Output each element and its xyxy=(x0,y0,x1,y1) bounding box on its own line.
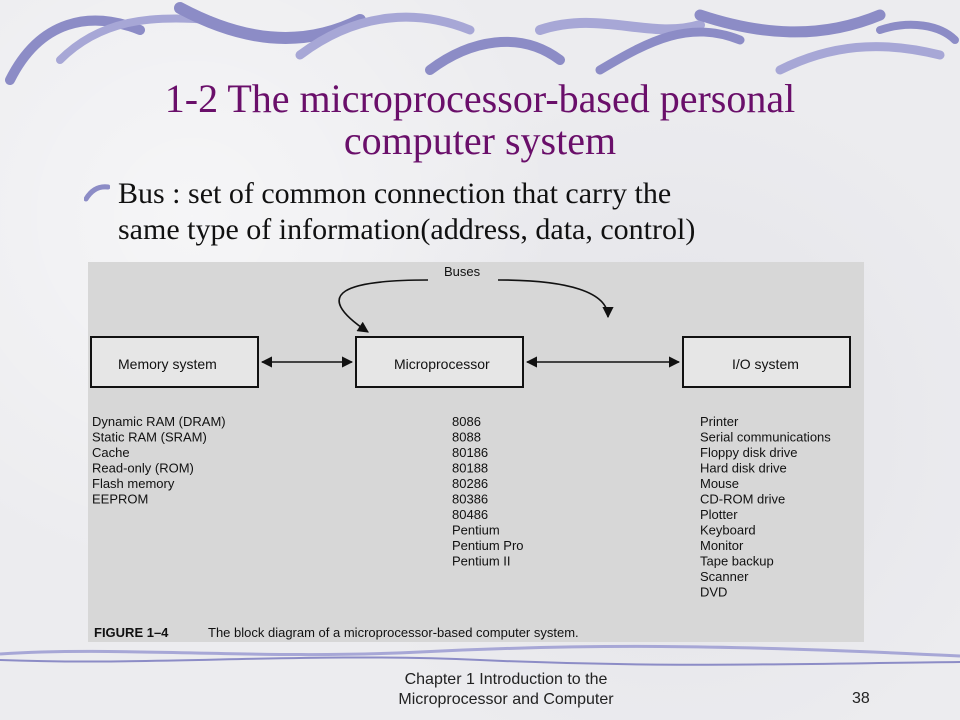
brush-bullet-icon xyxy=(84,184,110,202)
io-item: Keyboard xyxy=(700,523,756,538)
memory-system-box xyxy=(90,336,259,388)
footer-chapter-title: Chapter 1 Introduction to the Microproce… xyxy=(356,670,656,710)
io-item: Floppy disk drive xyxy=(700,445,798,460)
io-item: Tape backup xyxy=(700,554,774,569)
slide-title-line1: 1-2 The microprocessor-based personal xyxy=(164,76,796,121)
io-item: Hard disk drive xyxy=(700,461,787,476)
slide-title: 1-2 The microprocessor-based personal co… xyxy=(0,78,960,162)
bullet-text-line1: Bus : set of common connection that carr… xyxy=(118,177,672,210)
io-item: Mouse xyxy=(700,476,739,491)
microprocessor-items-list: 808680888018680188802868038680486Pentium… xyxy=(452,414,524,569)
io-system-box xyxy=(682,336,851,388)
microprocessor-box xyxy=(355,336,524,388)
io-item: CD-ROM drive xyxy=(700,492,785,507)
microprocessor-item: 80386 xyxy=(452,492,488,507)
figure-caption-text: The block diagram of a microprocessor-ba… xyxy=(208,625,579,640)
microprocessor-item: 80286 xyxy=(452,476,488,491)
io-item: DVD xyxy=(700,585,727,600)
buses-label: Buses xyxy=(444,264,481,279)
figure-caption-label: FIGURE 1–4 xyxy=(94,625,169,640)
bottom-brush-decoration xyxy=(0,644,960,666)
memory-item: Dynamic RAM (DRAM) xyxy=(92,414,226,429)
io-item: Monitor xyxy=(700,538,744,553)
bullet-text-line2: same type of information(address, data, … xyxy=(118,213,696,246)
bus-curve-left xyxy=(338,279,429,333)
microprocessor-item: 80486 xyxy=(452,507,488,522)
memory-item: Read-only (ROM) xyxy=(92,461,194,476)
memory-item: Static RAM (SRAM) xyxy=(92,430,207,445)
io-item: Printer xyxy=(700,414,739,429)
slide-title-line2: computer system xyxy=(343,118,617,163)
block-diagram: Buses Memory system Microprocessor I/O s… xyxy=(90,264,851,640)
memory-item: Flash memory xyxy=(92,476,175,491)
microprocessor-item: Pentium Pro xyxy=(452,538,524,553)
footer-chapter-line1: Chapter 1 Introduction to the xyxy=(404,671,608,688)
bus-curve-right xyxy=(497,279,614,319)
io-item: Plotter xyxy=(700,507,738,522)
bullet-text: Bus : set of common connection that carr… xyxy=(118,176,918,248)
memory-item: EEPROM xyxy=(92,492,148,507)
microprocessor-label: Microprocessor xyxy=(394,356,490,372)
memory-item: Cache xyxy=(92,445,130,460)
memory-system-label: Memory system xyxy=(118,356,217,372)
footer-chapter-line2: Microprocessor and Computer xyxy=(398,691,614,708)
io-system-label: I/O system xyxy=(732,356,799,372)
microprocessor-item: 80186 xyxy=(452,445,488,460)
microprocessor-item: Pentium II xyxy=(452,554,511,569)
microprocessor-item: 8088 xyxy=(452,430,481,445)
microprocessor-item: 8086 xyxy=(452,414,481,429)
microprocessor-item: Pentium xyxy=(452,523,500,538)
footer-page-number: 38 xyxy=(852,690,870,707)
top-brush-decoration xyxy=(5,2,959,85)
io-item: Scanner xyxy=(700,569,749,584)
figure-block-diagram: Buses Memory system Microprocessor I/O s… xyxy=(88,262,864,642)
memory-items-list: Dynamic RAM (DRAM)Static RAM (SRAM)Cache… xyxy=(92,414,226,507)
io-item: Serial communications xyxy=(700,430,831,445)
microprocessor-item: 80188 xyxy=(452,461,488,476)
